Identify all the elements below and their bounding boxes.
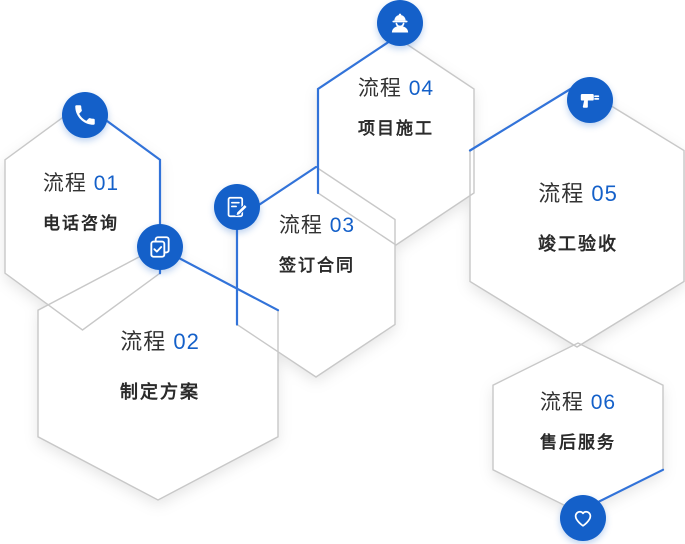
icon-badge-step-1 [62, 92, 108, 138]
step-number: 01 [93, 172, 120, 195]
step-5: 流程 05 竣工验收 [538, 180, 618, 256]
step-4: 流程 04 项目施工 [358, 76, 434, 141]
step-name: 售后服务 [539, 433, 616, 452]
drill-icon [580, 94, 600, 108]
blue-edge-step-4 [316, 35, 398, 195]
step-prefix: 流程 [278, 214, 323, 237]
step-title: 流程 04 [358, 76, 434, 102]
step-prefix: 流程 [538, 181, 585, 206]
step-title: 流程 03 [279, 213, 355, 239]
step-number: 03 [329, 214, 356, 237]
step-name: 项目施工 [357, 119, 434, 138]
step-name: 制定方案 [120, 382, 200, 402]
signature-pen-icon [227, 196, 248, 218]
construction-worker-icon [391, 13, 409, 33]
blue-edge-step-5 [468, 83, 579, 152]
step-title: 流程 01 [43, 171, 119, 197]
step-number: 02 [173, 329, 200, 354]
step-number: 05 [591, 181, 618, 206]
documents-check-icon [150, 236, 170, 258]
step-title: 流程 06 [540, 390, 616, 416]
step-prefix: 流程 [357, 77, 402, 100]
step-name: 竣工验收 [538, 234, 618, 254]
icon-badge-step-6 [560, 495, 606, 541]
step-1: 流程 01 电话咨询 [43, 171, 119, 236]
step-number: 04 [408, 77, 435, 100]
icon-badge-step-2 [137, 224, 183, 270]
hexagon-step-2-fill [38, 247, 278, 500]
icon-badge-step-4 [377, 0, 423, 46]
step-6: 流程 06 售后服务 [540, 390, 616, 455]
hexagon-step-6-fill [493, 343, 663, 512]
icon-badge-step-5 [567, 77, 613, 123]
step-3: 流程 03 签订合同 [279, 213, 355, 278]
step-title: 流程 05 [538, 180, 618, 208]
phone-icon [75, 105, 95, 125]
step-title: 流程 02 [120, 328, 200, 356]
step-prefix: 流程 [120, 329, 167, 354]
step-prefix: 流程 [539, 391, 584, 414]
step-name: 签订合同 [278, 256, 355, 275]
heart-icon [574, 510, 592, 527]
hexagon-step-4-fill [318, 37, 474, 245]
hexagon-step-3-fill [237, 167, 395, 377]
step-prefix: 流程 [42, 172, 87, 195]
step-name: 电话咨询 [42, 214, 119, 233]
step-2: 流程 02 制定方案 [120, 328, 200, 404]
icon-badge-step-3 [214, 184, 260, 230]
hexagon-step-5-fill [470, 85, 684, 347]
step-number: 06 [590, 391, 617, 414]
